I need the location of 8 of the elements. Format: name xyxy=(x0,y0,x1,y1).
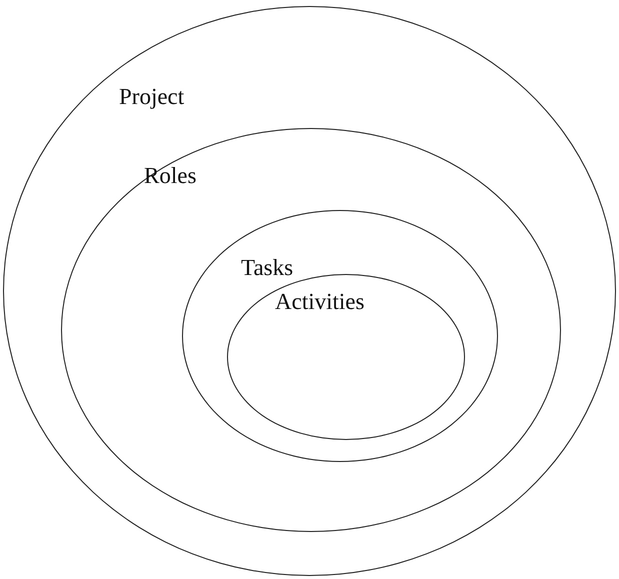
ellipse xyxy=(227,274,465,440)
set-label: Activities xyxy=(275,290,364,313)
set-label: Tasks xyxy=(241,256,294,279)
ellipse xyxy=(61,128,561,532)
set-label: Roles xyxy=(144,164,196,187)
set-label: Project xyxy=(119,85,184,108)
ellipse xyxy=(3,6,616,576)
ellipse xyxy=(182,210,498,462)
